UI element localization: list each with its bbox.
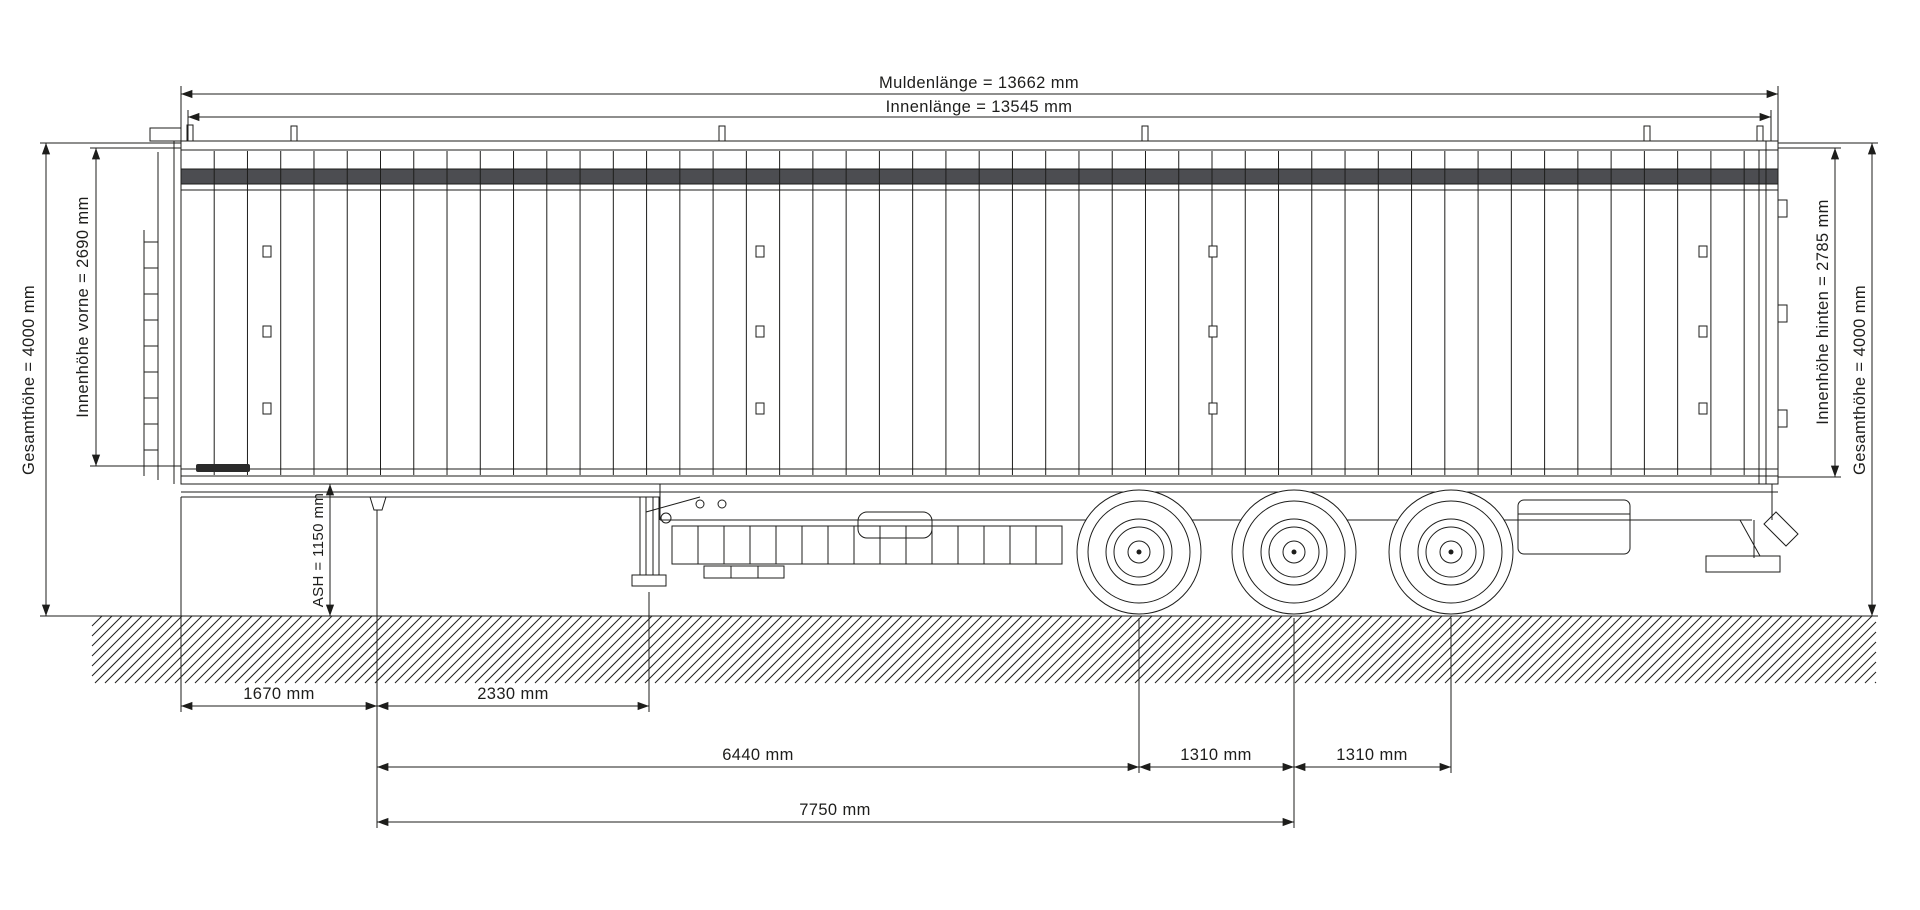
dim-1310-b: 1310 mm <box>1294 746 1451 772</box>
chassis-undercarriage <box>181 484 1799 587</box>
top-stake-tabs <box>290 125 1764 142</box>
dim-innenlaenge: Innenlänge = 13545 mm <box>187 98 1772 141</box>
label-1310-b: 1310 mm <box>1336 746 1408 764</box>
landing-gear <box>631 496 701 587</box>
dimension-annotations: Muldenlänge = 13662 mm Innenlänge = 1354… <box>20 74 1878 828</box>
label-ash: ASH = 1150 mm <box>310 493 327 608</box>
fold-step <box>703 565 785 579</box>
dim-7750: 7750 mm <box>377 801 1294 827</box>
wheel-front <box>1076 489 1202 615</box>
side-wall-ribs <box>213 151 1745 475</box>
label-innenhoehe-vorne: Innenhöhe vorne = 2690 mm <box>74 196 92 417</box>
ground-hatch <box>91 615 1877 684</box>
toolbox <box>1517 499 1631 555</box>
dim-6440: 6440 mm <box>377 746 1139 772</box>
dim-innenhoehe-hinten: Innenhöhe hinten = 2785 mm <box>1778 147 1841 478</box>
dim-muldenlaenge: Muldenlänge = 13662 mm <box>180 74 1779 141</box>
label-muldenlaenge: Muldenlänge = 13662 mm <box>879 74 1079 92</box>
rear-door-frame <box>1758 141 1788 484</box>
axles-wheels <box>1076 489 1514 615</box>
label-innenhoehe-hinten: Innenhöhe hinten = 2785 mm <box>1814 199 1832 425</box>
side-guard <box>671 525 1063 579</box>
rear-underride-guard <box>1705 484 1799 573</box>
label-gesamthoehe-left: Gesamthöhe = 4000 mm <box>20 285 38 475</box>
rear-mudflap <box>1763 511 1799 547</box>
air-tank <box>857 511 933 539</box>
label-1670: 1670 mm <box>243 685 315 703</box>
trailer-body <box>143 124 1788 485</box>
bottom-extension-lines <box>180 497 1452 828</box>
wheel-rear <box>1388 489 1514 615</box>
dim-1670: 1670 mm <box>181 685 377 711</box>
dim-ash: ASH = 1150 mm <box>310 483 340 616</box>
brand-mark <box>196 464 250 472</box>
dim-innenhoehe-vorne: Innenhöhe vorne = 2690 mm <box>74 147 181 467</box>
front-wall-ladder <box>143 124 194 484</box>
dim-1310-a: 1310 mm <box>1139 746 1294 772</box>
kingpin <box>369 496 387 511</box>
wheel-middle <box>1231 489 1357 615</box>
panel-latches <box>262 245 1708 415</box>
label-gesamthoehe-right: Gesamthöhe = 4000 mm <box>1851 285 1869 475</box>
dim-gesamthoehe-right: Gesamthöhe = 4000 mm <box>1778 142 1878 617</box>
label-7750: 7750 mm <box>799 801 871 819</box>
label-innenlaenge: Innenlänge = 13545 mm <box>886 98 1073 116</box>
dim-gesamthoehe-left: Gesamthöhe = 4000 mm <box>20 142 181 617</box>
label-6440: 6440 mm <box>722 746 794 764</box>
label-1310-a: 1310 mm <box>1180 746 1252 764</box>
dim-2330: 2330 mm <box>377 685 649 711</box>
label-2330: 2330 mm <box>477 685 549 703</box>
